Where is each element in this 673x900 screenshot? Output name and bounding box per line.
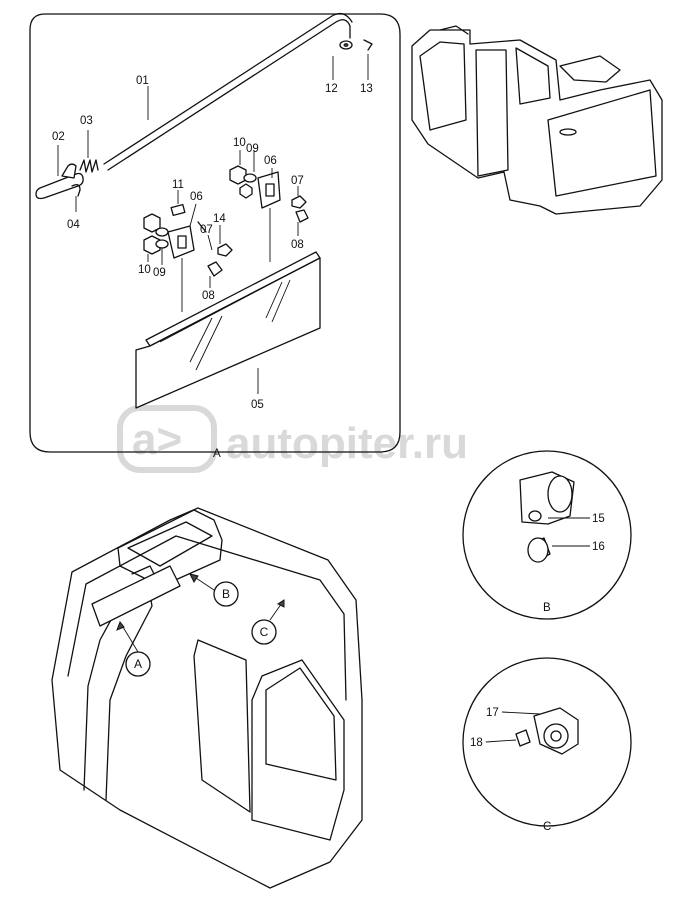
part-label-05: 05 (251, 399, 264, 411)
glass-panel: 05 (135, 251, 321, 411)
part-label-08a: 08 (202, 290, 215, 302)
part-label-06a: 06 (190, 191, 203, 203)
rod-part: 01 (103, 12, 353, 171)
part-label-10a: 10 (138, 264, 151, 276)
detail-c-label-18: 18 (470, 737, 483, 749)
part-label-10b: 10 (233, 137, 246, 149)
part-label-14: 14 (213, 213, 226, 225)
part-label-09b: 09 (246, 143, 259, 155)
detail-frame-a: A (29, 13, 401, 460)
detail-circle-b: 15 16 B (462, 450, 632, 620)
part-label-11: 11 (172, 179, 184, 191)
cab-drawing (51, 507, 363, 889)
detail-c-caption: C (543, 821, 551, 833)
callout-a: A (116, 621, 151, 677)
excavator-overview (411, 25, 663, 215)
watermark-logo: a> (132, 415, 182, 464)
hinge-group-left: 11 06 14 07 08 10 09 (138, 179, 233, 312)
handle-part: 02 (35, 131, 84, 200)
part-label-03: 03 (80, 115, 93, 127)
watermark-text: autopiter.ru (226, 419, 468, 468)
washer-12: 12 (325, 40, 353, 95)
clip-13: 13 (360, 39, 373, 95)
part-label-07b: 07 (291, 175, 304, 187)
callout-c-label: C (260, 625, 269, 639)
part-label-08b: 08 (291, 239, 304, 251)
part-label-09a: 09 (153, 267, 166, 279)
callout-a-label: A (134, 657, 142, 671)
detail-b-label-16: 16 (592, 541, 605, 553)
callout-b-label: B (222, 587, 230, 601)
part-label-07a: 07 (200, 224, 213, 236)
part-label-04: 04 (67, 219, 80, 231)
part-label-12: 12 (325, 83, 338, 95)
frame-a-label: A (213, 448, 221, 460)
callout-c: C (251, 599, 285, 645)
part-label-02: 02 (52, 131, 65, 143)
detail-c-label-17: 17 (486, 707, 499, 719)
part-label-13: 13 (360, 83, 373, 95)
callout-b: B (189, 573, 239, 607)
part-label-01: 01 (136, 75, 149, 87)
detail-b-label-15: 15 (592, 513, 605, 525)
part-label-06b: 06 (264, 155, 277, 167)
spring-part: 03 (79, 115, 99, 173)
pin-part: 04 (67, 184, 81, 231)
hinge-group-right: 10 09 06 07 08 (229, 137, 309, 262)
detail-circle-c: 17 18 C (462, 657, 632, 833)
watermark: a> autopiter.ru (117, 405, 468, 473)
detail-b-caption: B (543, 602, 551, 614)
